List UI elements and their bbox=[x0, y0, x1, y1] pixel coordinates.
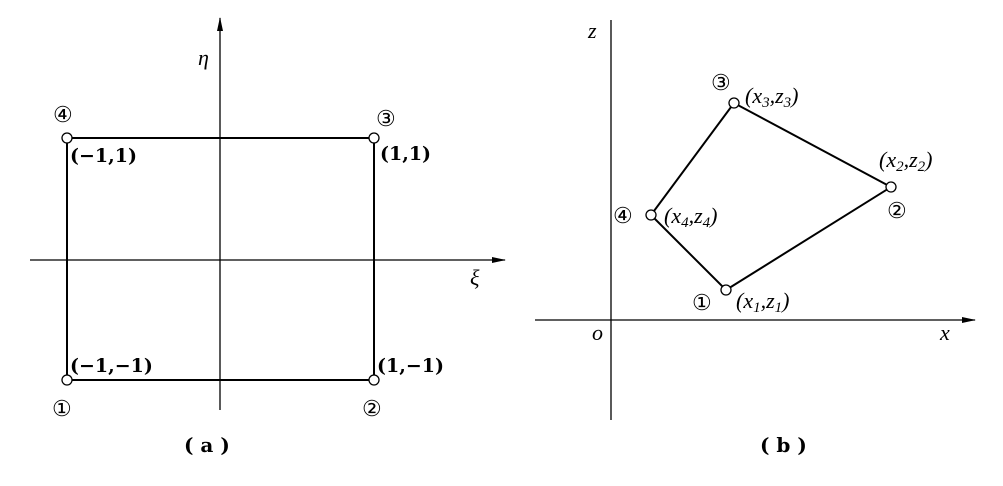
node-3-number: ③ bbox=[711, 71, 731, 96]
node-2-coord: (1,−1) bbox=[377, 355, 444, 377]
node-3-number: ③ bbox=[376, 107, 396, 132]
panel-b: x z o ① ② ③ ④ (x1,z1) (x2,z2) (x3,z3) (x… bbox=[535, 18, 976, 457]
node-4 bbox=[645, 209, 657, 221]
caption-b: ( b ) bbox=[760, 433, 807, 457]
element-quad bbox=[649, 101, 893, 292]
node-2 bbox=[368, 374, 380, 386]
node-1-number: ① bbox=[692, 291, 712, 316]
node-3-coord: (1,1) bbox=[380, 143, 431, 165]
node-1 bbox=[61, 374, 73, 386]
panel-a: ξ η ① ② ③ ④ (−1,−1) (1,−1) (1,1) (−1,1) … bbox=[30, 17, 506, 457]
node-3 bbox=[728, 97, 740, 109]
node-4-coord: (−1,1) bbox=[70, 145, 137, 167]
node-2-number: ② bbox=[887, 199, 907, 224]
node-1-coord: (−1,−1) bbox=[70, 355, 153, 377]
origin-label: o bbox=[592, 320, 603, 345]
eta-label: η bbox=[198, 45, 209, 70]
node-4-number: ④ bbox=[613, 204, 633, 229]
caption-a: ( a ) bbox=[184, 433, 230, 457]
node-2 bbox=[885, 181, 897, 193]
node-1-number: ① bbox=[52, 397, 72, 422]
z-label: z bbox=[587, 18, 597, 43]
node-3 bbox=[368, 132, 380, 144]
node-2-coord: (x2,z2) bbox=[879, 147, 932, 175]
xi-label: ξ bbox=[470, 265, 480, 290]
node-2-number: ② bbox=[362, 397, 382, 422]
node-3-coord: (x3,z3) bbox=[745, 83, 798, 111]
node-1-coord: (x1,z1) bbox=[736, 288, 789, 316]
parent-square bbox=[66, 137, 375, 381]
node-4 bbox=[61, 132, 73, 144]
x-label: x bbox=[939, 320, 950, 345]
node-4-number: ④ bbox=[53, 103, 73, 128]
node-4-coord: (x4,z4) bbox=[664, 203, 717, 231]
node-1 bbox=[720, 284, 732, 296]
